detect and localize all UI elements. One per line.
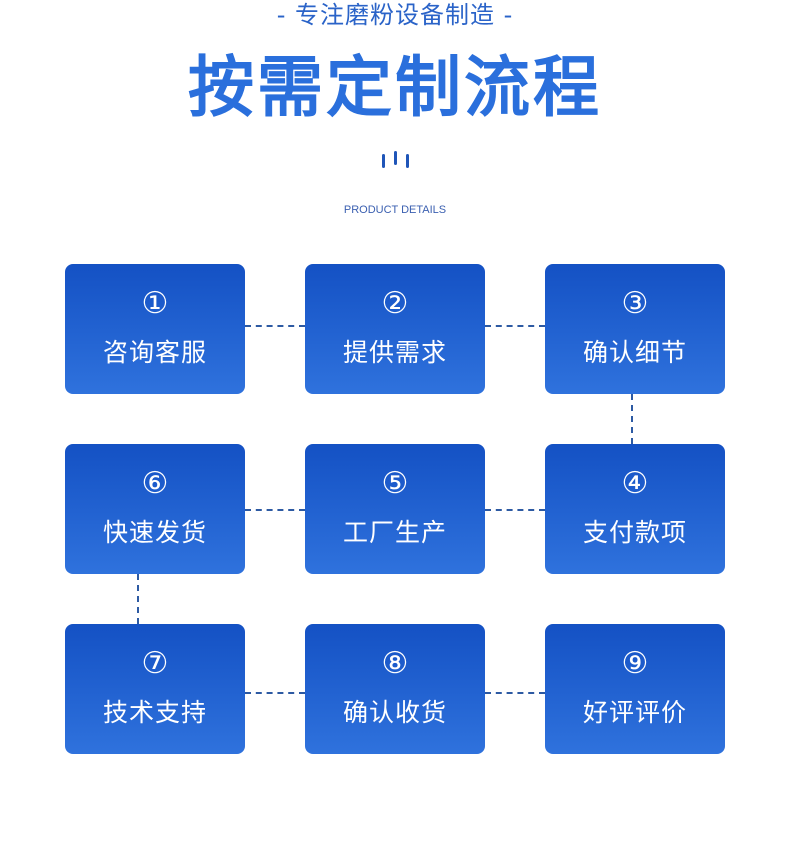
step-number: ⑨ — [621, 646, 649, 681]
step-number: ③ — [621, 286, 649, 321]
connector-4-5 — [485, 509, 545, 511]
step-number: ① — [141, 286, 169, 321]
step-confirm-receipt: ⑧ 确认收货 — [305, 624, 485, 754]
step-provide-requirements: ② 提供需求 — [305, 264, 485, 394]
step-label: 好评评价 — [582, 698, 687, 727]
step-positive-review: ⑨ 好评评价 — [545, 624, 725, 754]
step-factory-production: ⑤ 工厂生产 — [305, 444, 485, 574]
connector-8-9 — [485, 692, 545, 694]
tagline: PRODUCT DETAILS — [343, 204, 447, 216]
connector-6-7 — [137, 574, 139, 624]
connector-5-6 — [245, 509, 305, 511]
step-consult-service: ① 咨询客服 — [65, 264, 245, 394]
step-number: ② — [381, 286, 409, 321]
step-label: 提供需求 — [342, 338, 447, 367]
connector-1-2 — [245, 325, 305, 327]
step-label: 支付款项 — [582, 518, 687, 547]
step-number: ⑧ — [381, 646, 409, 681]
step-label: 快速发货 — [102, 518, 207, 547]
connector-3-4 — [631, 394, 633, 444]
connector-2-3 — [485, 325, 545, 327]
connector-7-8 — [245, 692, 305, 694]
decorative-bars-icon — [382, 151, 409, 168]
step-label: 技术支持 — [102, 698, 207, 727]
subtitle: - 专注磨粉设备制造 - — [276, 1, 514, 29]
step-confirm-details: ③ 确认细节 — [545, 264, 725, 394]
step-number: ⑥ — [141, 466, 169, 501]
step-number: ⑦ — [141, 646, 169, 681]
page-title: 按需定制流程 — [188, 49, 602, 126]
step-fast-shipping: ⑥ 快速发货 — [65, 444, 245, 574]
step-number: ⑤ — [381, 466, 409, 501]
step-technical-support: ⑦ 技术支持 — [65, 624, 245, 754]
step-label: 工厂生产 — [342, 518, 447, 547]
step-label: 咨询客服 — [102, 338, 207, 367]
step-number: ④ — [621, 466, 649, 501]
step-label: 确认细节 — [582, 338, 687, 367]
step-label: 确认收货 — [342, 698, 447, 727]
step-payment: ④ 支付款项 — [545, 444, 725, 574]
